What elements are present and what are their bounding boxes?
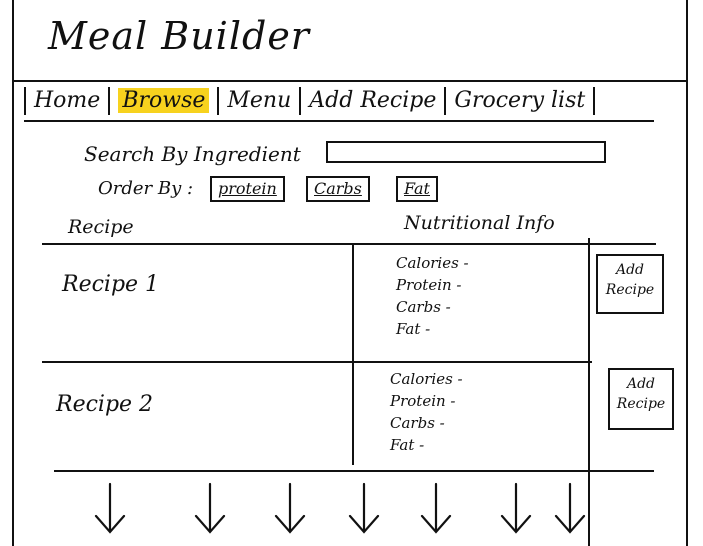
recipe-1-name[interactable]: Recipe 1 <box>62 272 160 297</box>
order-fat-button[interactable]: Fat <box>396 176 438 202</box>
down-arrow-icon <box>348 482 380 534</box>
down-arrow-icon <box>554 482 586 534</box>
order-protein-button[interactable]: protein <box>210 176 285 202</box>
table-row-divider <box>42 361 592 363</box>
order-by-label: Order By : <box>98 178 194 199</box>
nav-bar: Home Browse Menu Add Recipe Grocery list <box>24 84 596 118</box>
recipe-2-fat: Fat - <box>390 436 425 454</box>
order-carbs-button[interactable]: Carbs <box>306 176 370 202</box>
recipe-2-protein: Protein - <box>390 392 456 410</box>
nav-bottom-divider <box>24 120 654 122</box>
down-arrow-icon <box>194 482 226 534</box>
tab-menu[interactable]: Menu <box>219 87 302 115</box>
ingredient-search-input[interactable] <box>326 141 606 163</box>
recipe-1-carbs: Carbs - <box>396 298 451 316</box>
tab-home-label: Home <box>34 88 101 113</box>
down-arrow-icon <box>420 482 452 534</box>
scroll-down-indicator <box>94 482 586 534</box>
nutrition-column-header: Nutritional Info <box>404 212 555 234</box>
frame-right-border <box>686 0 688 546</box>
tab-grocery-list[interactable]: Grocery list <box>446 87 596 115</box>
frame-left-border <box>12 0 14 546</box>
tab-browse[interactable]: Browse <box>110 87 220 115</box>
tab-home[interactable]: Home <box>24 87 111 115</box>
order-fat-label: Fat <box>404 179 430 198</box>
recipe-1-add-button[interactable]: Add Recipe <box>596 254 664 314</box>
recipe-2-nutrition: Calories - Protein - Carbs - Fat - <box>390 368 463 456</box>
down-arrow-icon <box>274 482 306 534</box>
tab-add-recipe-label: Add Recipe <box>309 88 437 113</box>
nav-top-divider <box>12 80 688 82</box>
tab-menu-label: Menu <box>227 88 292 113</box>
table-action-column-divider <box>588 238 590 546</box>
tab-add-recipe[interactable]: Add Recipe <box>301 87 447 115</box>
recipe-2-name[interactable]: Recipe 2 <box>56 392 154 417</box>
tab-browse-label: Browse <box>118 88 210 113</box>
table-bottom-divider <box>54 470 654 472</box>
order-protein-label: protein <box>218 179 277 198</box>
table-header-divider <box>42 243 656 245</box>
recipe-1-nutrition: Calories - Protein - Carbs - Fat - <box>396 252 469 340</box>
recipe-1-calories: Calories - <box>396 254 469 272</box>
app-title: Meal Builder <box>48 14 310 58</box>
search-label: Search By Ingredient <box>84 142 301 166</box>
recipe-1-fat: Fat - <box>396 320 431 338</box>
recipe-2-calories: Calories - <box>390 370 463 388</box>
recipe-column-header: Recipe <box>68 216 134 238</box>
recipe-1-protein: Protein - <box>396 276 462 294</box>
order-carbs-label: Carbs <box>314 179 362 198</box>
table-column-divider <box>352 245 354 465</box>
down-arrow-icon <box>500 482 532 534</box>
recipe-2-add-button[interactable]: Add Recipe <box>608 368 674 430</box>
tab-grocery-list-label: Grocery list <box>454 88 586 113</box>
recipe-2-carbs: Carbs - <box>390 414 445 432</box>
down-arrow-icon <box>94 482 126 534</box>
